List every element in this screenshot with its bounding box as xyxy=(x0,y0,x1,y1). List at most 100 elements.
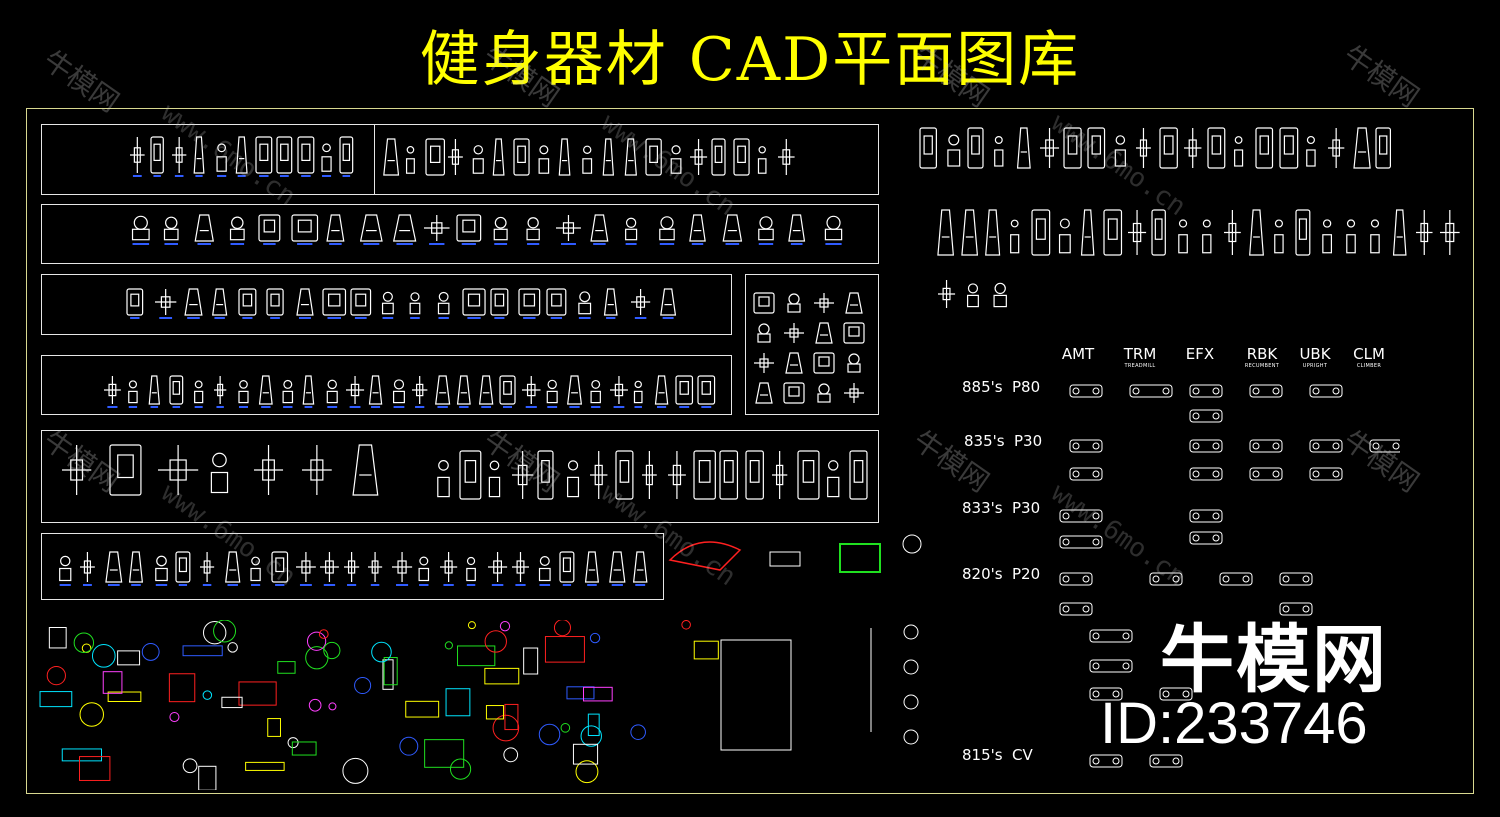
equipment-symbol xyxy=(368,375,383,408)
equipment-symbol xyxy=(126,288,144,319)
catalog-unit-symbol xyxy=(1309,467,1343,481)
header-amt: AMT xyxy=(1061,345,1095,363)
layout-furniture-symbol xyxy=(227,642,238,653)
row-label-model: P30 xyxy=(1012,499,1041,517)
catalog-unit-symbol xyxy=(1059,572,1093,586)
equipment-symbol xyxy=(783,382,805,404)
catalog-unit-symbol xyxy=(1059,602,1093,616)
top-right-equipment-symbols xyxy=(919,127,1460,308)
equipment-symbol xyxy=(271,551,289,586)
equipment-symbol xyxy=(1322,219,1333,254)
equipment-symbol xyxy=(719,450,739,500)
equipment-symbol xyxy=(844,383,864,403)
cardio-equipment-symbols xyxy=(130,136,795,177)
equipment-symbol xyxy=(670,145,682,174)
equipment-symbol xyxy=(1224,210,1241,255)
row-label-model: CV xyxy=(1012,746,1033,764)
catalog-unit-symbol xyxy=(1189,467,1223,481)
layout-furniture-symbol xyxy=(168,673,196,703)
equipment-symbol xyxy=(238,288,257,319)
equipment-symbol xyxy=(815,322,833,344)
equipment-symbol xyxy=(424,215,450,245)
equipment-symbol xyxy=(225,551,241,586)
layout-furniture-symbol xyxy=(342,757,369,784)
equipment-symbol xyxy=(437,291,450,319)
equipment-symbol xyxy=(824,215,843,245)
layout-furniture-symbol xyxy=(221,696,243,709)
equipment-symbol xyxy=(459,450,482,500)
equipment-symbol xyxy=(326,214,345,245)
equipment-symbol xyxy=(466,556,476,586)
layout-furniture-symbol xyxy=(405,700,440,718)
equipment-symbol xyxy=(603,288,618,319)
layout-furniture-symbol xyxy=(117,650,141,666)
equipment-symbol xyxy=(250,556,261,586)
layout-furniture-symbol xyxy=(538,723,561,746)
equipment-symbol xyxy=(654,375,669,408)
panel-row-3 xyxy=(41,274,732,335)
equipment-symbol xyxy=(105,551,123,586)
equipment-symbol xyxy=(1040,128,1060,168)
layout-furniture-symbol xyxy=(291,741,317,756)
catalog-unit-symbol xyxy=(1159,687,1193,701)
equipment-symbol xyxy=(609,551,626,586)
equipment-symbol xyxy=(1114,135,1126,167)
catalog-unit-symbol xyxy=(1249,467,1283,481)
catalog-unit-symbol xyxy=(1249,384,1283,398)
layout-furniture-symbol xyxy=(102,671,123,694)
rack-symbol xyxy=(903,694,919,710)
catalog-unit-symbol xyxy=(1129,384,1173,398)
equipment-symbol xyxy=(344,552,360,586)
free-weight-symbols xyxy=(62,444,868,500)
equipment-symbol xyxy=(392,379,405,408)
layout-furniture-symbol xyxy=(277,661,296,674)
equipment-symbol xyxy=(302,445,332,495)
equipment-symbol xyxy=(711,138,726,176)
panel-divider xyxy=(374,125,375,194)
equipment-symbol xyxy=(321,143,332,177)
equipment-symbol xyxy=(1375,127,1392,169)
row-label-model: P30 xyxy=(1014,432,1043,450)
layout-furniture-symbol xyxy=(79,756,111,781)
equipment-symbol xyxy=(633,380,643,408)
equipment-symbol xyxy=(326,379,338,408)
equipment-symbol xyxy=(582,145,593,174)
equipment-symbol xyxy=(1063,127,1082,169)
equipment-symbol xyxy=(104,376,121,408)
layout-furniture-symbol xyxy=(81,643,92,654)
equipment-symbol xyxy=(488,460,501,498)
equipment-symbol xyxy=(590,214,609,245)
equipment-symbol xyxy=(462,288,486,319)
equipment-symbol xyxy=(690,139,708,175)
rack-symbol xyxy=(903,659,919,675)
header-rbk-sub: RECUMBENT xyxy=(1244,363,1280,369)
rack-symbol xyxy=(903,624,919,640)
catalog-unit-symbol xyxy=(1219,572,1253,586)
layout-furniture-symbol xyxy=(444,641,453,650)
layout-furniture-symbol xyxy=(383,657,398,686)
layout-furniture-symbol xyxy=(371,641,392,663)
row-label-series: 833's xyxy=(962,499,1003,517)
equipment-symbol xyxy=(1295,209,1311,256)
catalog-unit-symbol xyxy=(1309,439,1343,453)
layout-furniture-symbol xyxy=(39,691,73,708)
equipment-symbol xyxy=(350,288,372,319)
equipment-symbol xyxy=(1178,219,1188,254)
equipment-symbol xyxy=(1440,210,1460,255)
equipment-symbol xyxy=(440,552,458,586)
row-label-model: P80 xyxy=(1012,378,1041,396)
equipment-symbol xyxy=(155,555,168,586)
header-trm: TRM xyxy=(1123,345,1157,363)
equipment-symbol xyxy=(845,292,863,314)
header-efx: EFX xyxy=(1185,345,1215,363)
equipment-symbol xyxy=(937,209,954,256)
catalog-unit-symbol xyxy=(1369,439,1400,453)
panel-multi-station xyxy=(745,274,879,415)
equipment-symbol xyxy=(169,375,184,408)
equipment-symbol xyxy=(733,138,750,176)
catalog-unit-symbol xyxy=(1089,629,1133,643)
equipment-symbol xyxy=(1353,127,1371,169)
equipment-symbol xyxy=(1010,219,1020,254)
equipment-symbol xyxy=(559,551,575,586)
equipment-symbol xyxy=(512,451,534,499)
